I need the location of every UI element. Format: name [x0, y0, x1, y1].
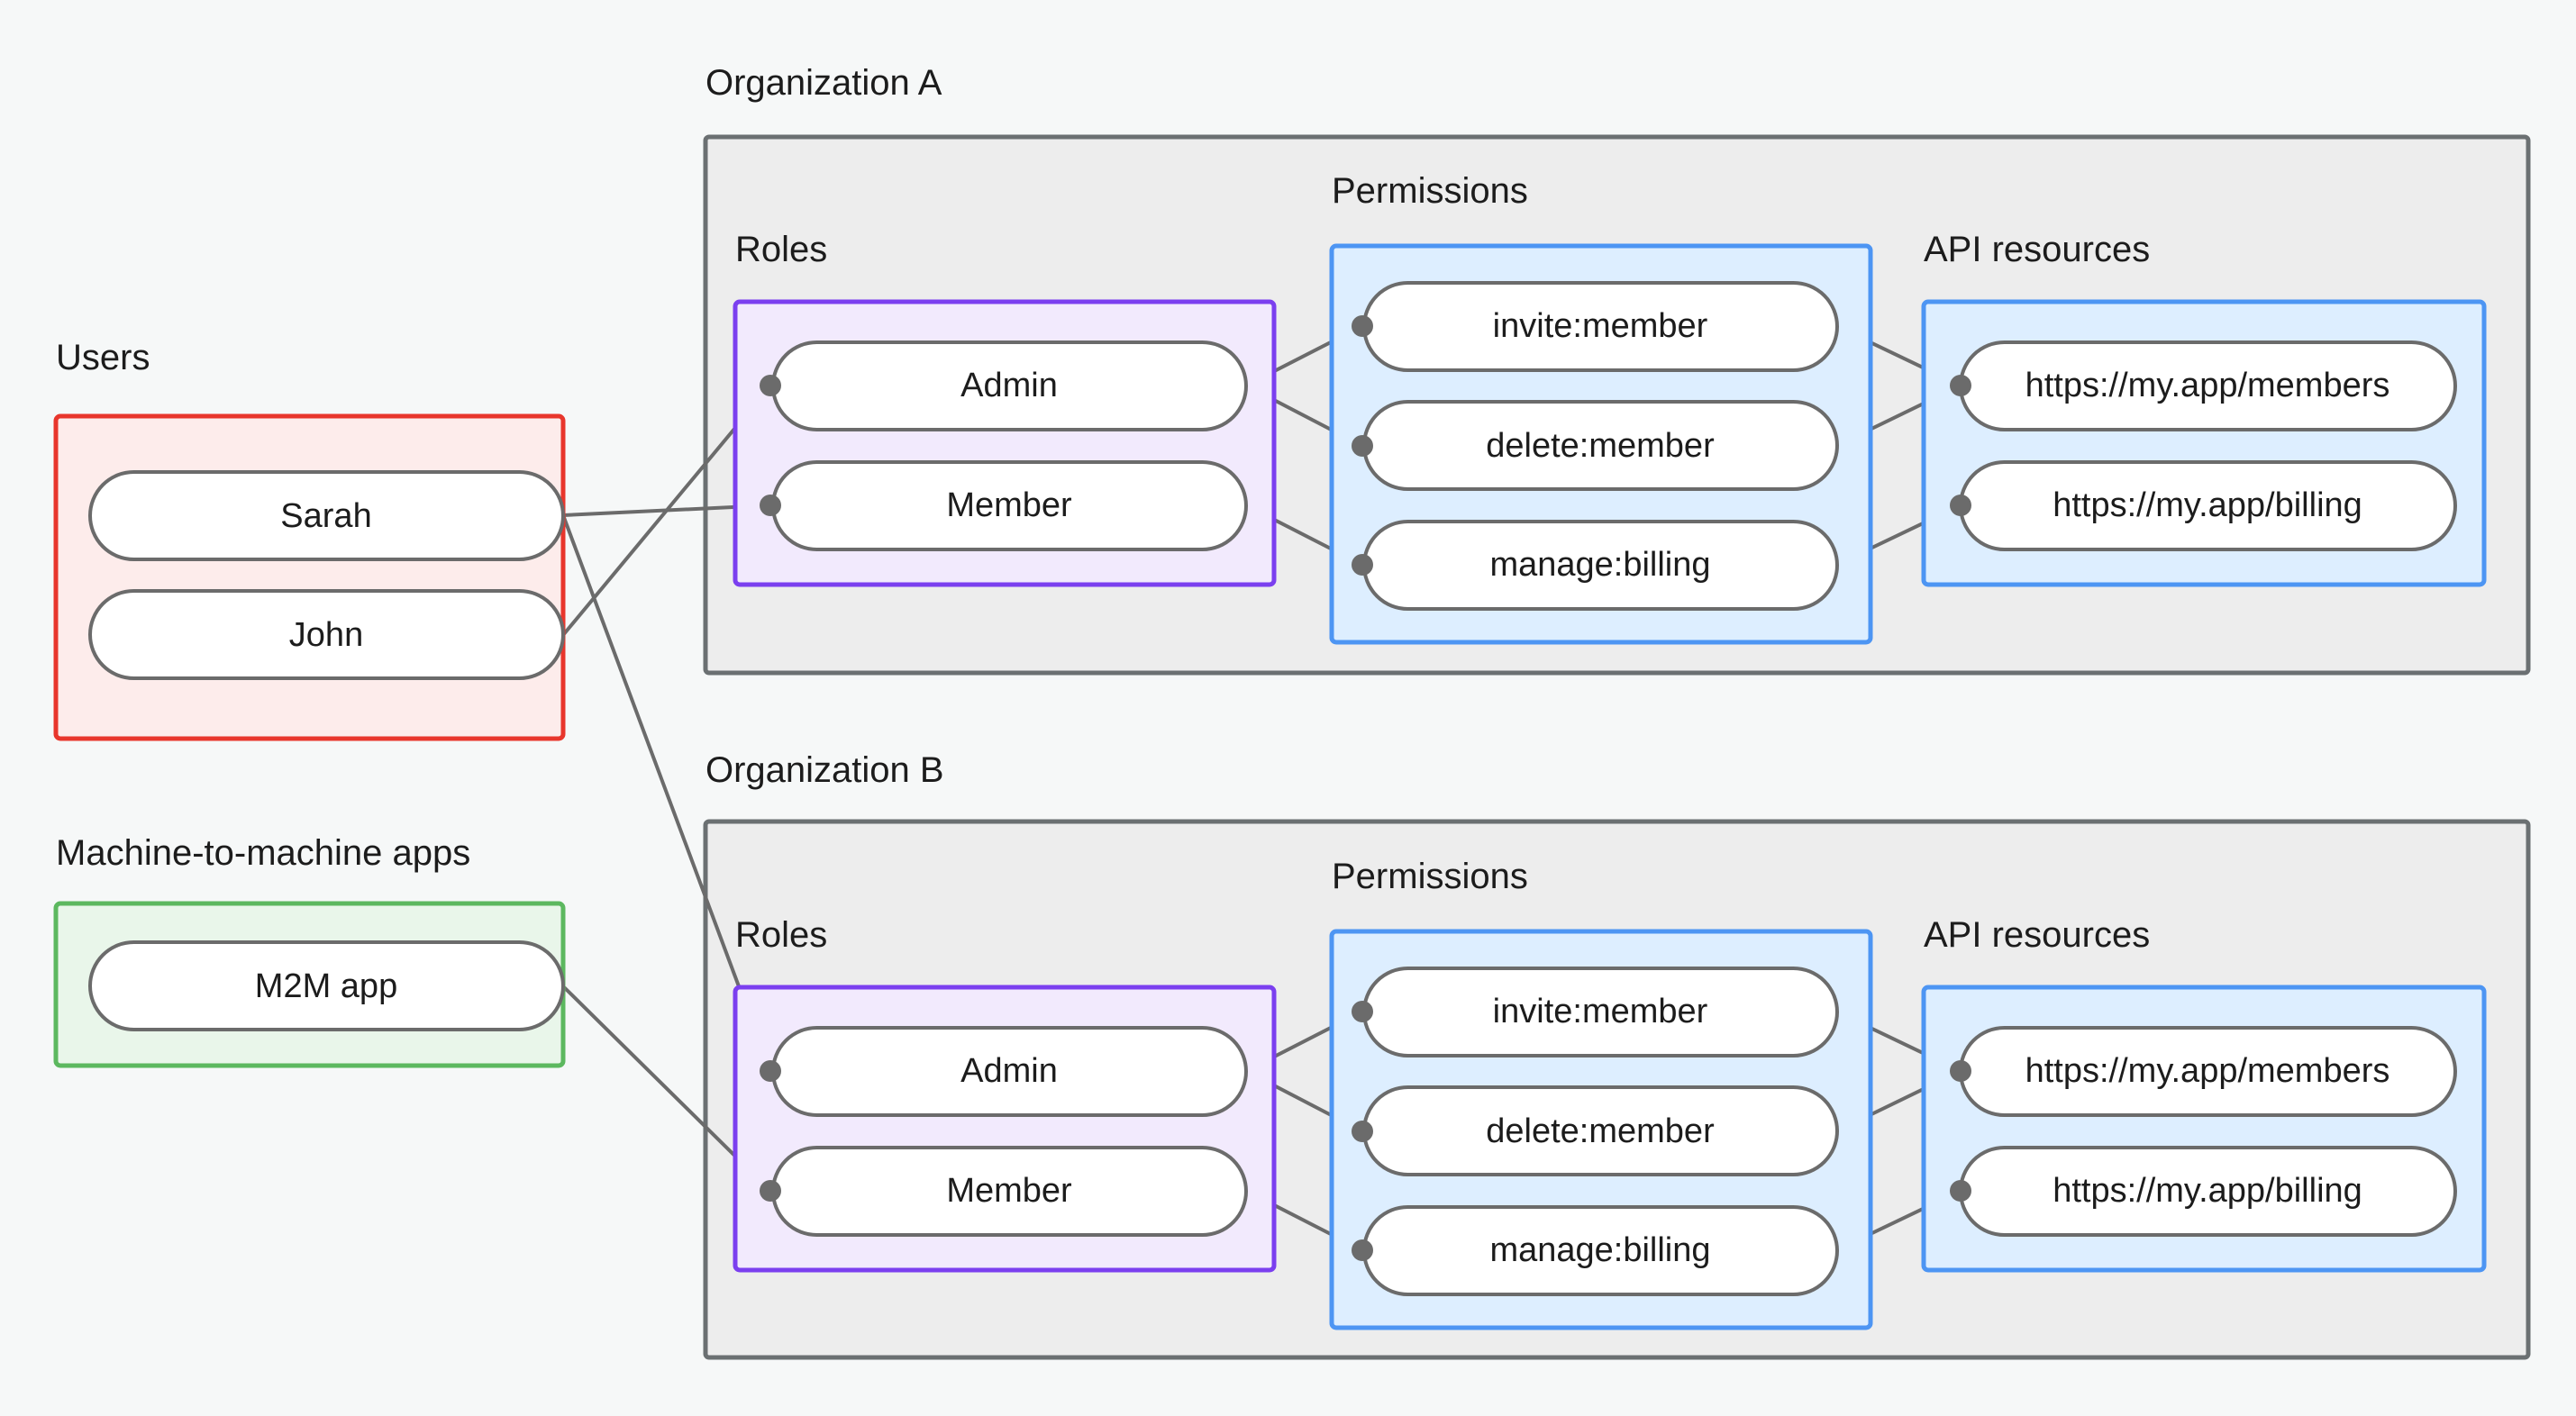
organization-b-label: Organization B: [705, 750, 944, 790]
orga-permission-manage-billing[interactable]: manage:billing: [1362, 520, 1839, 611]
orgb-permission-invite-member[interactable]: invite:member: [1362, 967, 1839, 1057]
orga-permission-delete-member-label: delete:member: [1486, 427, 1715, 465]
endpoint-orgb-member: [760, 1180, 781, 1202]
orgb-permission-delete-member[interactable]: delete:member: [1362, 1085, 1839, 1176]
orga-roles-label: Roles: [735, 230, 827, 269]
endpoint-orgb-api-billing: [1950, 1180, 1971, 1202]
orga-api-resource-members[interactable]: https://my.app/members: [1959, 340, 2457, 431]
orgb-api-resources-label: API resources: [1924, 915, 2150, 955]
edge-sarah-to-orgb-admin: [561, 514, 772, 1072]
orga-api-resource-members-label: https://my.app/members: [2025, 367, 2390, 404]
orgb-permission-invite-member-label: invite:member: [1493, 993, 1708, 1030]
orga-permission-delete-member[interactable]: delete:member: [1362, 400, 1839, 491]
endpoint-orgb-billing: [1352, 1239, 1373, 1261]
orga-api-resource-billing[interactable]: https://my.app/billing: [1959, 460, 2457, 551]
orga-api-resources-label: API resources: [1924, 230, 2150, 269]
orgb-api-resource-billing-label: https://my.app/billing: [2053, 1172, 2362, 1210]
orga-role-member-label: Member: [946, 486, 1072, 524]
endpoint-orgb-invite: [1352, 1001, 1373, 1022]
m2m-node-app[interactable]: M2M app: [88, 940, 565, 1031]
orgb-api-resource-members[interactable]: https://my.app/members: [1959, 1026, 2457, 1117]
endpoint-orga-member: [760, 495, 781, 516]
orgb-permission-manage-billing[interactable]: manage:billing: [1362, 1205, 1839, 1296]
endpoint-orga-api-billing: [1950, 495, 1971, 516]
orgb-role-member[interactable]: Member: [771, 1146, 1248, 1237]
users-label: Users: [56, 338, 150, 377]
endpoint-orga-delete: [1352, 435, 1373, 457]
orgb-permission-delete-member-label: delete:member: [1486, 1112, 1715, 1150]
organization-a-label: Organization A: [705, 63, 942, 103]
orgb-api-resource-members-label: https://my.app/members: [2025, 1052, 2390, 1090]
m2m-app-label: M2M app: [255, 967, 397, 1005]
orgb-permissions-label: Permissions: [1332, 857, 1528, 896]
orgb-role-member-label: Member: [946, 1172, 1072, 1210]
orga-permission-invite-member[interactable]: invite:member: [1362, 281, 1839, 372]
endpoint-orgb-admin: [760, 1060, 781, 1082]
users-box: [53, 413, 566, 741]
orga-api-resource-billing-label: https://my.app/billing: [2053, 486, 2362, 524]
orga-role-member[interactable]: Member: [771, 460, 1248, 551]
orga-permission-manage-billing-label: manage:billing: [1489, 546, 1710, 584]
user-node-sarah[interactable]: Sarah: [88, 470, 565, 561]
endpoint-orgb-delete: [1352, 1121, 1373, 1142]
user-node-john[interactable]: John: [88, 589, 565, 680]
orga-role-admin[interactable]: Admin: [771, 340, 1248, 431]
m2m-apps-label: Machine-to-machine apps: [56, 833, 470, 873]
orga-permission-invite-member-label: invite:member: [1493, 307, 1708, 345]
endpoint-orga-billing: [1352, 554, 1373, 576]
orgb-api-resource-billing[interactable]: https://my.app/billing: [1959, 1146, 2457, 1237]
user-sarah-label: Sarah: [280, 497, 371, 535]
orga-role-admin-label: Admin: [960, 367, 1058, 404]
user-john-label: John: [289, 616, 363, 654]
endpoint-orga-api-members: [1950, 375, 1971, 396]
orgb-roles-label: Roles: [735, 915, 827, 955]
endpoint-orgb-api-members: [1950, 1060, 1971, 1082]
orgb-permission-manage-billing-label: manage:billing: [1489, 1231, 1710, 1269]
endpoint-orga-invite: [1352, 315, 1373, 337]
orgb-role-admin[interactable]: Admin: [771, 1026, 1248, 1117]
orgb-role-admin-label: Admin: [960, 1052, 1058, 1090]
endpoint-orga-admin: [760, 375, 781, 396]
edge-endpoint-layer: [760, 315, 1971, 1261]
orga-permissions-label: Permissions: [1332, 171, 1528, 211]
